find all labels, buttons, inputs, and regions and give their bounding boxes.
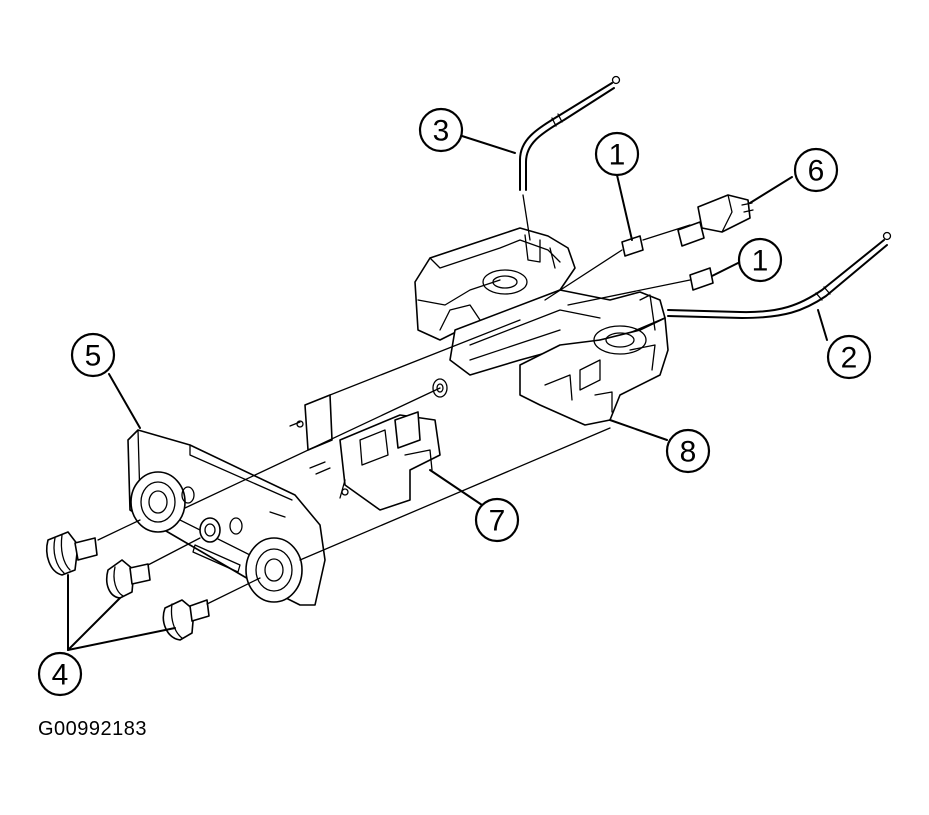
- svg-text:2: 2: [841, 342, 858, 375]
- svg-text:3: 3: [433, 115, 450, 148]
- connector-lower: [689, 267, 714, 291]
- control-cable-lower: [667, 231, 892, 319]
- control-knob-2: [105, 559, 151, 599]
- callout-4: 4: [37, 651, 83, 697]
- control-cable-upper: [519, 75, 621, 241]
- explode-lines: [97, 224, 691, 605]
- callout-3: 3: [418, 107, 464, 153]
- figure-id-label: G00992183: [38, 718, 148, 740]
- svg-text:6: 6: [808, 155, 825, 188]
- control-panel-bezel: [127, 429, 326, 606]
- svg-text:4: 4: [52, 659, 69, 692]
- svg-text:8: 8: [680, 436, 697, 469]
- svg-text:1: 1: [752, 245, 769, 278]
- connector-upper: [621, 235, 644, 257]
- callout-6: 6: [793, 147, 839, 193]
- control-knob-1: [46, 531, 98, 576]
- svg-text:1: 1: [609, 139, 626, 172]
- control-housing-body: [414, 227, 669, 426]
- svg-text:5: 5: [85, 340, 102, 373]
- svg-text:7: 7: [489, 505, 506, 538]
- callout-1-upper: 1: [594, 131, 640, 177]
- callout-1-lower: 1: [737, 237, 783, 283]
- temperature-sensor: [677, 194, 754, 247]
- blower-switch-assembly: [289, 394, 441, 511]
- callout-7: 7: [474, 497, 520, 543]
- callout-pointers: [67, 135, 828, 651]
- control-knob-3: [162, 599, 210, 641]
- callout-8: 8: [665, 428, 711, 474]
- callout-5: 5: [70, 332, 116, 378]
- callout-2: 2: [826, 334, 872, 380]
